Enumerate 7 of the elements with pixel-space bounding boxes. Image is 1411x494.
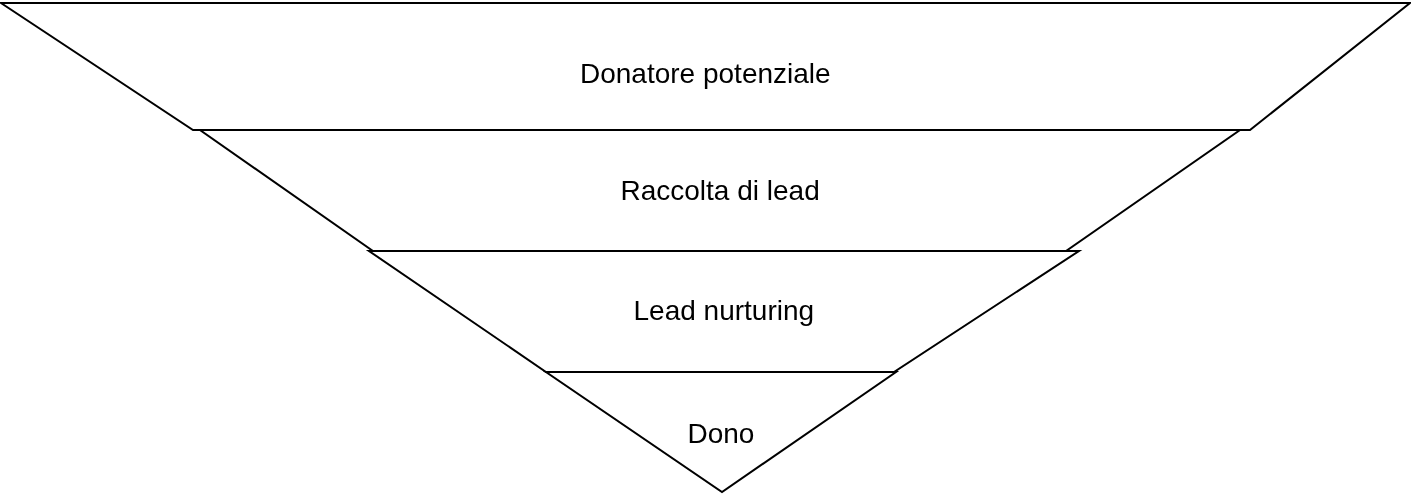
stage-label: Dono: [687, 418, 755, 450]
funnel-segment: [1, 3, 1410, 130]
stage-label: Raccolta di lead: [620, 175, 820, 207]
funnel-segment: [200, 130, 1240, 251]
stage-label: Lead nurturing: [633, 295, 815, 327]
funnel-tip-segment: [546, 372, 896, 492]
stage-label: Donatore potenziale: [580, 58, 831, 90]
